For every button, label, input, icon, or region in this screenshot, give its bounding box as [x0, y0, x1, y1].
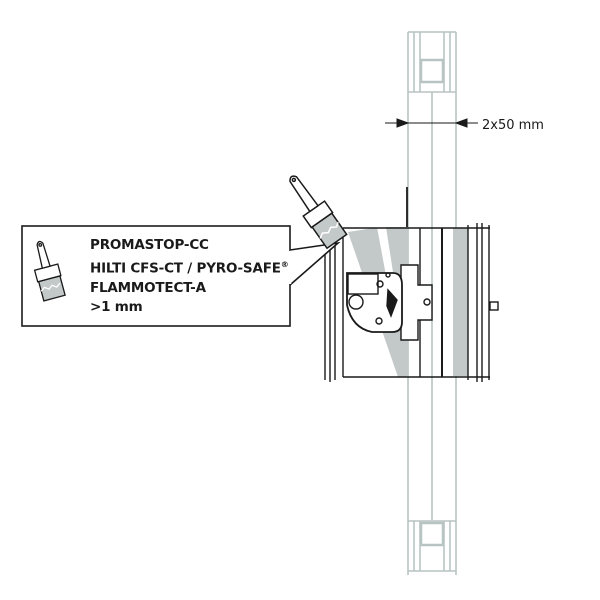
product-line-3: FLAMMOTECT-A: [90, 279, 206, 296]
callout-box: [21, 225, 341, 327]
dimension-line: [385, 118, 478, 128]
callout-text: PROMASTOP-CC HILTI CFS-CT / PYRO-SAFE® F…: [90, 236, 289, 317]
fire-damper: [324, 187, 499, 382]
product-line-1: PROMASTOP-CC: [90, 237, 209, 253]
paint-brush-icon: [33, 240, 66, 302]
dimension-label: 2x50 mm: [482, 118, 544, 133]
registered-mark: ®: [280, 260, 289, 269]
product-line-2: HILTI CFS-CT / PYRO-SAFE®: [90, 260, 289, 277]
thickness-spec: >1 mm: [90, 298, 143, 315]
paint-brush-icon: [289, 175, 348, 250]
